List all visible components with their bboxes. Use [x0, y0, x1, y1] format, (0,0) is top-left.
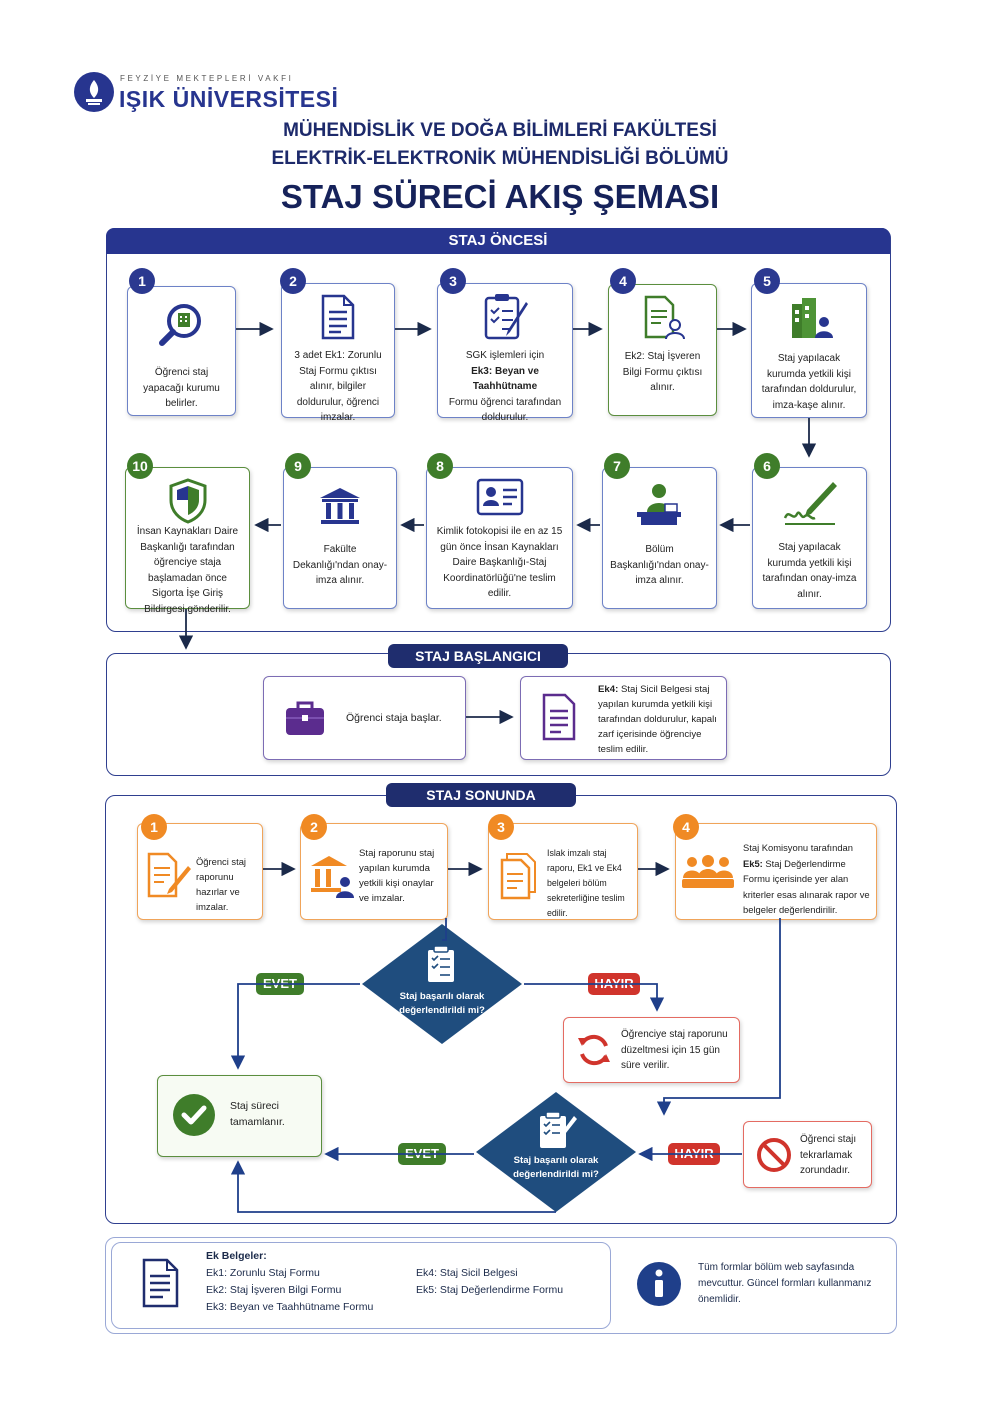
before-step-8-text: Kimlik fotokopisi ile en az 15 gün önce …: [436, 526, 563, 599]
end-section-title: STAJ SONUNDA: [386, 783, 576, 807]
start-section-title: STAJ BAŞLANGICI: [388, 644, 568, 668]
report-pen-icon: [146, 852, 192, 904]
decision-1-text: Staj başarılı olarak değerlendirildi mi?: [399, 991, 485, 1016]
institution-icon: [318, 486, 362, 532]
university-logo-icon: [74, 72, 114, 112]
before-step-7-text: Bölüm Başkanlığı'ndan onay-imza alınır.: [610, 544, 709, 586]
briefcase-icon: [284, 699, 326, 743]
id-card-icon: [476, 478, 524, 522]
committee-icon: [680, 854, 736, 896]
end-step-3: Islak imzalı staj raporu, Ek1 ve Ek4 bel…: [488, 823, 638, 920]
info-icon: [636, 1261, 682, 1312]
ek-belgeler-title: Ek Belgeler:: [206, 1250, 267, 1262]
company-user-icon: [788, 294, 834, 348]
check-circle-icon: [172, 1093, 216, 1143]
decision-diamond-2: Staj başarılı olarak değerlendirildi mi?: [474, 1090, 638, 1214]
logo-foundation-text: FEYZİYE MEKTEPLERİ VAKFI: [120, 74, 294, 83]
ek-belgeler-box: [111, 1242, 611, 1329]
info-text: Tüm formlar bölüm web sayfasında mevcutt…: [698, 1262, 872, 1305]
before-step-5: Staj yapılacak kurumda yetkili kişi tara…: [751, 283, 867, 418]
before-step-5-text: Staj yapılacak kurumda yetkili kişi tara…: [761, 353, 857, 411]
end-step-2-number: 2: [301, 814, 327, 840]
before-step-9-number: 9: [285, 453, 311, 479]
refresh-icon: [576, 1032, 612, 1074]
before-step-7-number: 7: [604, 453, 630, 479]
forms-document-icon: [141, 1258, 181, 1313]
revise-text: Öğrenciye staj raporunu düzeltmesi için …: [621, 1029, 728, 1071]
before-step-9-text: Fakülte Dekanlığı'ndan onay-imza alınır.: [292, 544, 388, 586]
clipboard-pen-icon: [482, 292, 534, 348]
before-step-10: İnsan Kaynakları Daire Başkanlığı tarafı…: [125, 467, 250, 615]
before-step-4-text: Ek2: Staj İşveren Bilgi Formu çıktısı al…: [622, 351, 703, 393]
before-step-8: Kimlik fotokopisi ile en az 15 gün önce …: [426, 467, 573, 609]
logo-university-name: IŞIK ÜNİVERSİTESİ: [119, 86, 339, 112]
before-step-6: Staj yapılacak kurumda yetkili kişi tara…: [752, 467, 867, 609]
before-section-title: STAJ ÖNCESİ: [106, 228, 890, 254]
start-section: [106, 653, 891, 776]
ek1-label: Ek1: Zorunlu Staj Formu: [206, 1267, 320, 1279]
end-step-1-number: 1: [141, 814, 167, 840]
start-step-1: Öğrenci staja başlar.: [263, 676, 466, 760]
complete-card: Staj süreci tamamlanır.: [157, 1075, 322, 1157]
before-step-1: Öğrenci staj yapacağı kurumu belirler.: [127, 286, 236, 416]
yes-label-1: EVET: [256, 973, 304, 995]
document-purple-icon: [541, 693, 577, 747]
end-step-4-number: 4: [673, 814, 699, 840]
end-step-2: Staj raporunu staj yapılan kurumda yetki…: [300, 823, 448, 920]
end-step-3-text: Islak imzalı staj raporu, Ek1 ve Ek4 bel…: [547, 848, 625, 918]
before-step-10-number: 10: [127, 453, 153, 479]
no-label-2: HAYIR: [668, 1143, 720, 1165]
before-step-10-text: İnsan Kaynakları Daire Başkanlığı tarafı…: [136, 526, 239, 615]
documents-stack-icon: [499, 852, 539, 906]
no-label-1: HAYIR: [588, 973, 640, 995]
ek3-label: Ek3: Beyan ve Taahhütname Formu: [206, 1301, 374, 1313]
before-step-5-number: 5: [754, 268, 780, 294]
repeat-text: Öğrenci stajı tekrarlamak zorundadır.: [800, 1134, 857, 1176]
before-step-8-number: 8: [427, 453, 453, 479]
before-step-1-text: Öğrenci staj yapacağı kurumu belirler.: [143, 367, 220, 409]
start-step-1-text: Öğrenci staja başlar.: [346, 712, 442, 724]
before-step-6-text: Staj yapılacak kurumda yetkili kişi tara…: [762, 542, 857, 600]
end-step-3-number: 3: [488, 814, 514, 840]
institution-user-icon: [309, 854, 355, 904]
before-step-6-number: 6: [754, 453, 780, 479]
start-step-2: Ek4: Staj Sicil Belgesi staj yapılan kur…: [520, 676, 727, 760]
complete-text: Staj süreci tamamlanır.: [230, 1100, 285, 1128]
revise-card: Öğrenciye staj raporunu düzeltmesi için …: [563, 1017, 740, 1083]
search-building-icon: [156, 299, 208, 357]
decision-diamond-1: Staj başarılı olarak değerlendirildi mi?: [360, 922, 524, 1046]
before-step-7: Bölüm Başkanlığı'ndan onay-imza alınır.: [602, 467, 717, 609]
end-step-1-text: Öğrenci staj raporunu hazırlar ve imzala…: [196, 856, 247, 912]
before-step-4: Ek2: Staj İşveren Bilgi Formu çıktısı al…: [608, 284, 717, 416]
start-step-2-text: Ek4: Staj Sicil Belgesi staj yapılan kur…: [598, 684, 717, 755]
yes-label-2: EVET: [398, 1143, 446, 1165]
shield-icon: [168, 478, 208, 530]
end-step-2-text: Staj raporunu staj yapılan kurumda yetki…: [359, 848, 435, 904]
document-icon: [320, 294, 356, 346]
decision-2-text: Staj başarılı olarak değerlendirildi mi?: [513, 1155, 599, 1180]
before-step-1-number: 1: [129, 268, 155, 294]
ek2-label: Ek2: Staj İşveren Bilgi Formu: [206, 1284, 342, 1296]
faculty-title: MÜHENDİSLİK VE DOĞA BİLİMLERİ FAKÜLTESİ: [283, 120, 717, 141]
department-title: ELEKTRİK-ELEKTRONİK MÜHENDİSLİĞİ BÖLÜMÜ: [271, 148, 729, 169]
before-step-2-number: 2: [280, 268, 306, 294]
ek5-label: Ek5: Staj Değerlendirme Formu: [416, 1284, 564, 1296]
before-step-4-number: 4: [610, 268, 636, 294]
prohibited-icon: [756, 1137, 792, 1179]
before-step-3-number: 3: [440, 268, 466, 294]
before-step-2-text: 3 adet Ek1: Zorunlu Staj Formu çıktısı a…: [294, 350, 382, 423]
form-user-icon: [643, 295, 685, 347]
ek4-label: Ek4: Staj Sicil Belgesi: [416, 1267, 518, 1279]
before-step-9: Fakülte Dekanlığı'ndan onay-imza alınır.: [283, 467, 397, 609]
before-step-2: 3 adet Ek1: Zorunlu Staj Formu çıktısı a…: [281, 283, 395, 423]
repeat-card: Öğrenci stajı tekrarlamak zorundadır.: [743, 1121, 872, 1188]
person-desk-icon: [635, 482, 683, 532]
page-title: STAJ SÜRECİ AKIŞ ŞEMASI: [280, 178, 720, 215]
signature-pen-icon: [781, 478, 839, 534]
